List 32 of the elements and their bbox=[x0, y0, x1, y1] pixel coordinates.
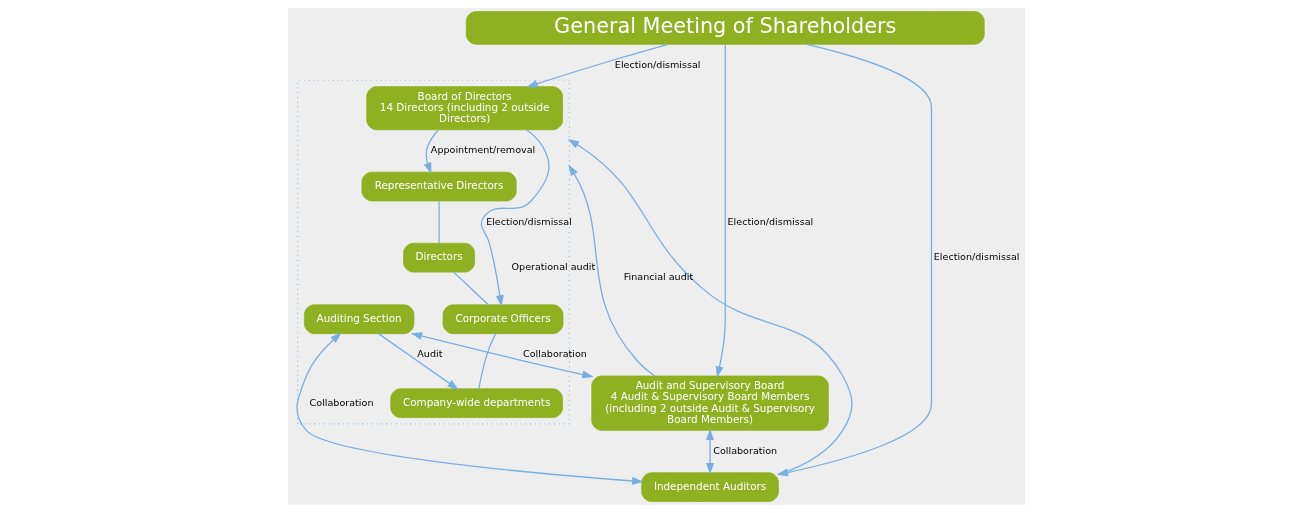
arrow bbox=[526, 43, 669, 88]
connector bbox=[478, 333, 497, 390]
edge-label: Election/dismissal bbox=[933, 251, 1020, 263]
edge-label: Election/dismissal bbox=[486, 215, 572, 227]
arrow bbox=[706, 428, 715, 475]
node-box: Directors bbox=[403, 242, 476, 273]
edge-label: Collaboration bbox=[713, 445, 778, 457]
edge-label: Operational audit bbox=[511, 261, 596, 273]
node-box: Company-wide departments bbox=[390, 388, 563, 418]
node-box: Independent Auditors bbox=[641, 472, 779, 502]
edge-label: Appointment/removal bbox=[430, 144, 536, 156]
edge-label: Financial audit bbox=[623, 271, 694, 283]
node-box: Auditing Section bbox=[304, 304, 415, 335]
arrow bbox=[296, 332, 644, 485]
arrow bbox=[568, 164, 656, 377]
node-box: General Meeting of Shareholders bbox=[465, 11, 985, 45]
node-box: Representative Directors bbox=[361, 171, 517, 202]
connector bbox=[438, 200, 440, 244]
node-box: Corporate Officers bbox=[442, 304, 564, 335]
connector bbox=[452, 271, 489, 306]
edge-label: Election/dismissal bbox=[614, 58, 701, 70]
edge-label: Audit bbox=[417, 348, 443, 360]
edge-label: Collaboration bbox=[309, 396, 374, 408]
arrow bbox=[410, 332, 594, 379]
node-box: Audit and Supervisory Board 4 Audit & Supervisory Board Members (including 2 outside Audit & Supervisory Board Members) bbox=[591, 375, 829, 431]
arrow bbox=[423, 129, 439, 174]
node-box: Board of Directors 14 Directors (including 2 outside Directors) bbox=[366, 86, 563, 131]
edge-label: Election/dismissal bbox=[727, 215, 814, 227]
arrow bbox=[480, 129, 550, 307]
arrow bbox=[377, 333, 459, 390]
arrow bbox=[715, 43, 726, 378]
edge-label: Collaboration bbox=[523, 348, 587, 360]
